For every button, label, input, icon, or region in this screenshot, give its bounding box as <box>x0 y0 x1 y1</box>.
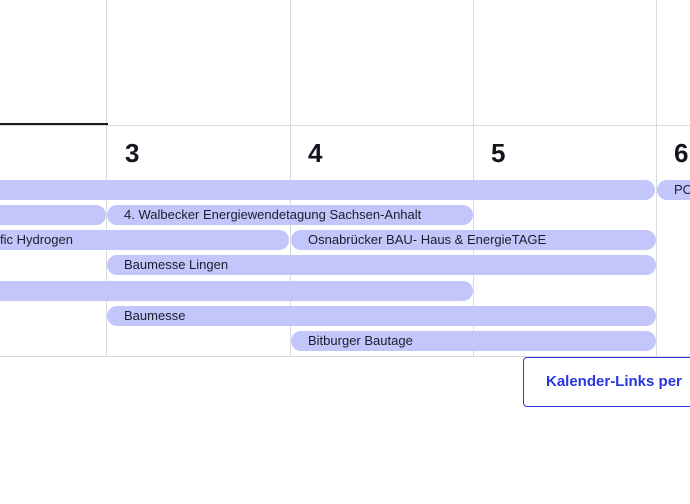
event-bar[interactable]: Osnabrücker BAU- Haus & EnergieTAGE <box>291 230 656 250</box>
day-number: 6 <box>674 138 689 168</box>
day-column-divider <box>656 0 657 356</box>
day-column-divider <box>290 0 291 356</box>
week-row-divider <box>0 125 690 126</box>
event-bar[interactable]: PO <box>657 180 690 200</box>
day-number: 5 <box>491 138 506 168</box>
day-column-divider <box>473 0 474 356</box>
day-number: 4 <box>308 138 323 168</box>
event-bar[interactable]: Bitburger Bautage <box>291 331 656 351</box>
calendar-links-button[interactable]: Kalender-Links per <box>523 357 690 407</box>
event-bar[interactable] <box>0 281 473 301</box>
event-bar[interactable] <box>0 180 655 200</box>
event-bar[interactable]: 4. Walbecker Energiewendetagung Sachsen-… <box>107 205 473 225</box>
event-bar[interactable]: Baumesse Lingen <box>107 255 656 275</box>
week-row-divider <box>0 356 690 357</box>
current-day-indicator <box>0 123 108 125</box>
day-column-divider <box>106 0 107 356</box>
event-bar[interactable]: Baumesse <box>107 306 656 326</box>
day-number: 3 <box>125 138 140 168</box>
event-bar[interactable] <box>0 205 106 225</box>
event-bar[interactable]: fic Hydrogen <box>0 230 289 250</box>
